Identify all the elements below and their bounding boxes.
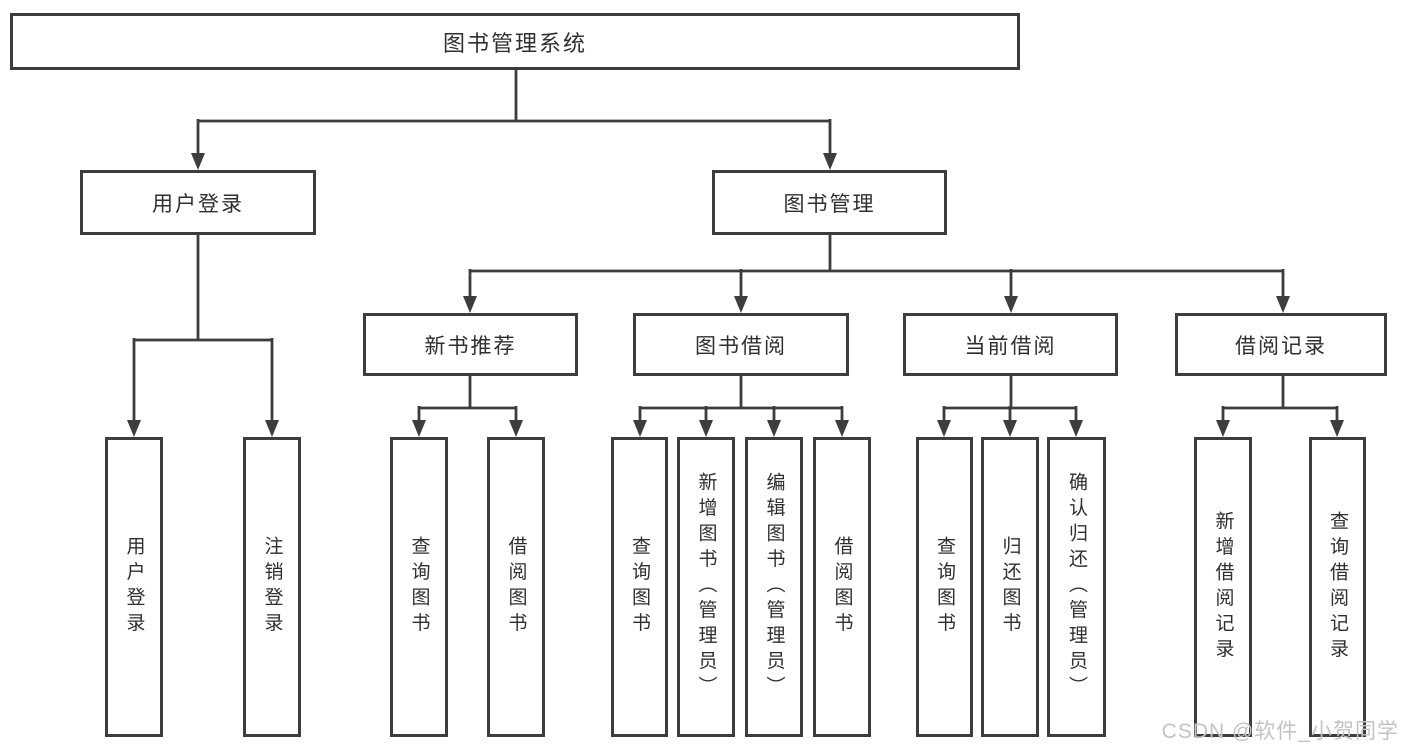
- leaf-logout: 注销登录: [243, 437, 301, 737]
- leaf-recommend-query-books: 查询图书: [390, 437, 448, 737]
- leaf-return-books-label: 归还图书: [999, 536, 1021, 638]
- leaf-add-books-admin-label: 新增图书（管理员）: [695, 472, 717, 702]
- leaf-logout-label: 注销登录: [261, 536, 283, 638]
- leaf-confirm-return-admin: 确认归还（管理员）: [1047, 437, 1106, 737]
- leaf-add-borrow-record-label: 新增借阅记录: [1212, 510, 1234, 664]
- leaf-borrow-books: 借阅图书: [813, 437, 871, 737]
- node-borrow-records-label: 借阅记录: [1235, 334, 1327, 358]
- leaf-current-query-books: 查询图书: [916, 437, 973, 737]
- leaf-add-books-admin: 新增图书（管理员）: [677, 437, 735, 737]
- leaf-query-borrow-record-label: 查询借阅记录: [1327, 510, 1348, 664]
- leaf-borrow-query-books: 查询图书: [611, 437, 668, 737]
- leaf-borrow-books-label: 借阅图书: [831, 536, 853, 638]
- node-book-management-label: 图书管理: [783, 192, 876, 216]
- node-current-borrow: 当前借阅: [903, 313, 1118, 376]
- leaf-query-borrow-record: 查询借阅记录: [1309, 437, 1366, 737]
- leaf-return-books: 归还图书: [981, 437, 1039, 737]
- leaf-borrow-query-books-label: 查询图书: [629, 536, 650, 638]
- node-current-borrow-label: 当前借阅: [964, 334, 1057, 358]
- leaf-recommend-borrow-books: 借阅图书: [487, 437, 545, 737]
- node-book-borrow: 图书借阅: [633, 313, 849, 376]
- leaf-user-login: 用户登录: [105, 437, 163, 737]
- watermark: CSDN @软件_小贺同学: [1161, 720, 1399, 743]
- leaf-edit-books-admin-label: 编辑图书（管理员）: [763, 472, 785, 702]
- leaf-current-query-books-label: 查询图书: [934, 536, 955, 638]
- node-new-book-recommend-label: 新书推荐: [424, 334, 517, 358]
- leaf-confirm-return-admin-label: 确认归还（管理员）: [1066, 472, 1087, 702]
- leaf-user-login-label: 用户登录: [123, 536, 145, 638]
- node-new-book-recommend: 新书推荐: [363, 313, 578, 376]
- node-user-login: 用户登录: [80, 170, 316, 235]
- node-borrow-records: 借阅记录: [1175, 313, 1387, 376]
- leaf-add-borrow-record: 新增借阅记录: [1194, 437, 1252, 737]
- leaf-recommend-borrow-books-label: 借阅图书: [505, 536, 527, 638]
- leaf-recommend-query-books-label: 查询图书: [408, 536, 430, 638]
- leaf-edit-books-admin: 编辑图书（管理员）: [745, 437, 803, 737]
- node-book-management: 图书管理: [712, 170, 947, 235]
- node-root-label: 图书管理系统: [442, 30, 587, 56]
- node-user-login-label: 用户登录: [152, 192, 244, 216]
- node-book-borrow-label: 图书借阅: [695, 334, 787, 358]
- node-root: 图书管理系统: [10, 13, 1020, 70]
